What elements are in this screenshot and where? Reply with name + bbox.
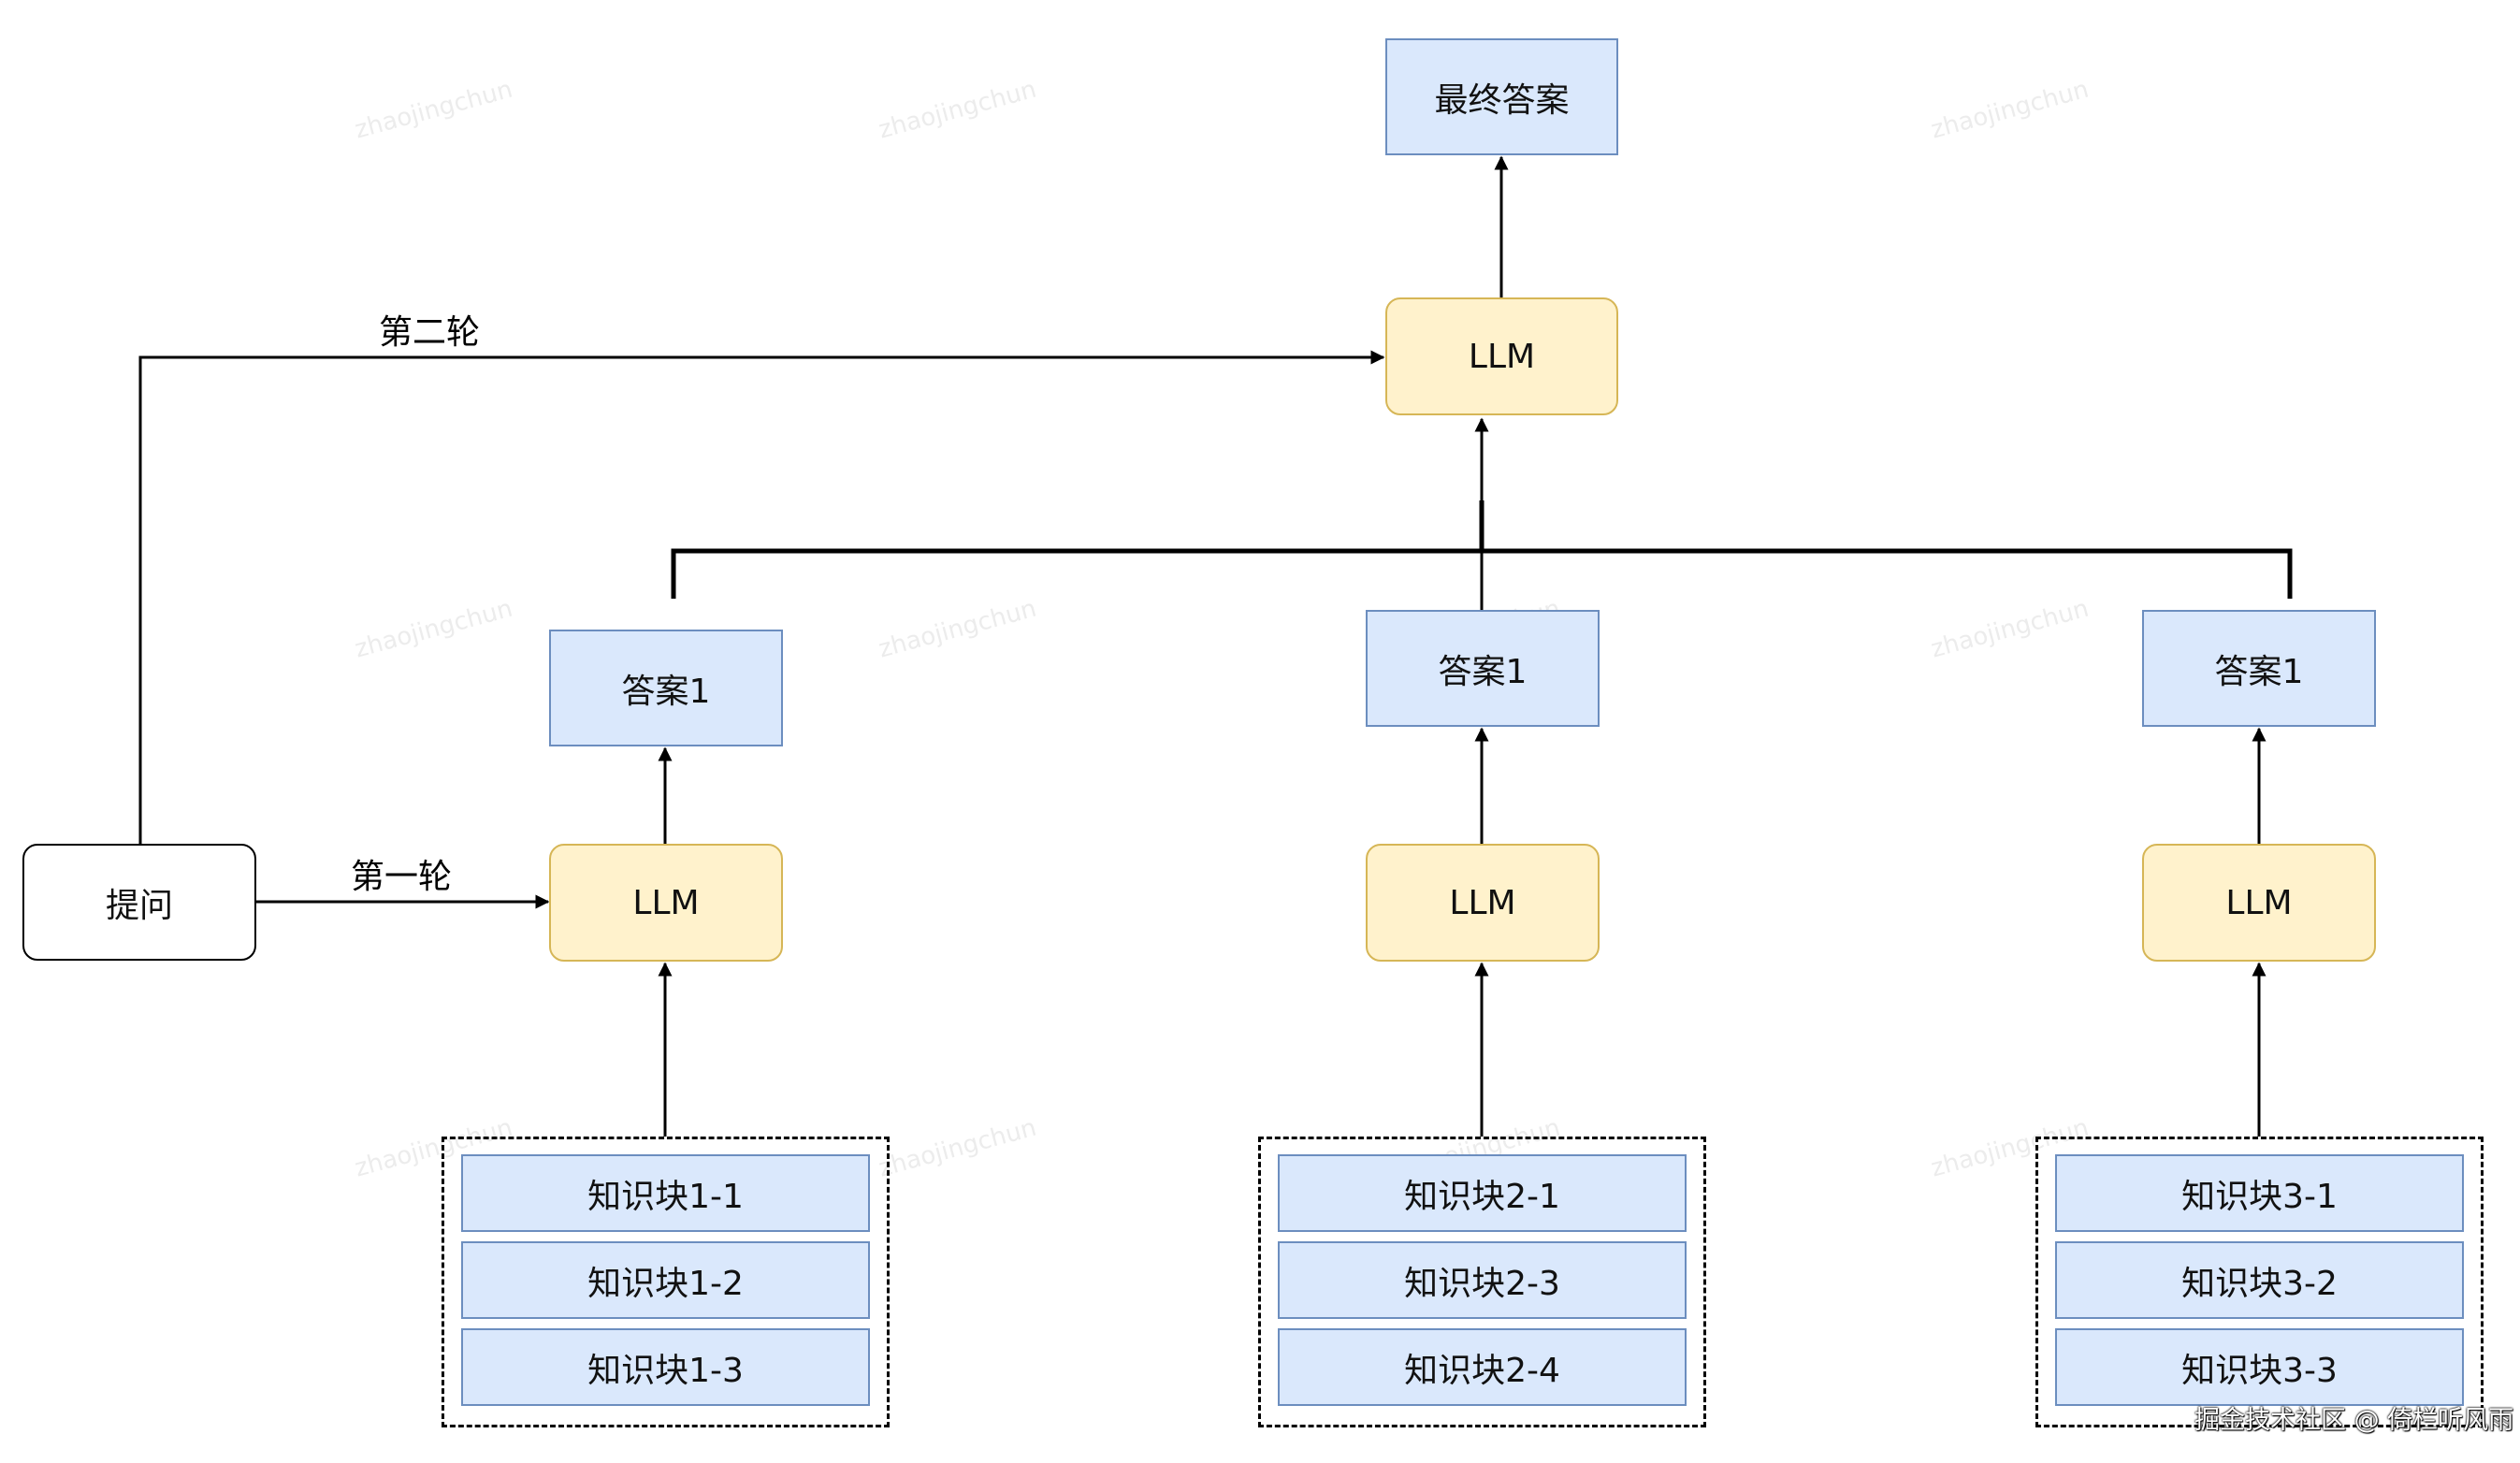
answer-node-3: 答案1 (2142, 610, 2376, 727)
answer-node-1: 答案1 (549, 630, 783, 746)
chunk-3-3: 知识块3-3 (2055, 1328, 2464, 1406)
chunk-2-1: 知识块2-1 (1278, 1154, 1687, 1232)
round-two-label: 第二轮 (379, 313, 481, 352)
answer-node-2: 答案1 (1366, 610, 1600, 727)
chunk-1-3: 知识块1-3 (461, 1328, 870, 1406)
llm-node-3: LLM (2142, 844, 2376, 962)
chunk-group-2 (1258, 1137, 1706, 1427)
llm-node-1: LLM (549, 844, 783, 962)
chunk-3-2: 知识块3-2 (2055, 1241, 2464, 1319)
chunk-2-4: 知识块2-4 (1278, 1328, 1687, 1406)
round-one-label: 第一轮 (351, 858, 453, 896)
chunk-2-3: 知识块2-3 (1278, 1241, 1687, 1319)
chunk-1-2: 知识块1-2 (461, 1241, 870, 1319)
chunk-group-1 (442, 1137, 890, 1427)
llm-node-2: LLM (1366, 844, 1600, 962)
llm-top-node: LLM (1385, 297, 1618, 415)
question-node: 提问 (22, 844, 256, 961)
chunk-1-1: 知识块1-1 (461, 1154, 870, 1232)
chunk-group-3 (2035, 1137, 2484, 1427)
arrow-question-to-llm-top (138, 350, 1385, 844)
footer-credit: 掘金技术社区 @ 倚栏听风雨 (2194, 1406, 2514, 1435)
chunk-3-1: 知识块3-1 (2055, 1154, 2464, 1232)
final-answer-node: 最终答案 (1385, 38, 1618, 155)
